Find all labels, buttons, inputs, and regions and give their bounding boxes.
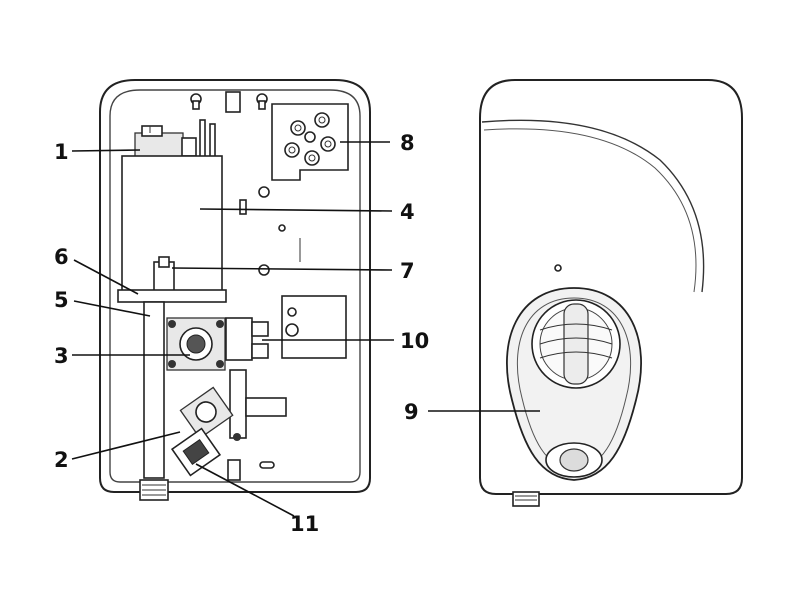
screw: [278, 224, 286, 232]
callout-2: 2: [54, 448, 69, 472]
callout-8: 8: [400, 131, 415, 155]
callout-5: 5: [54, 288, 69, 312]
leader-4: [199, 208, 393, 212]
indicator-light: [554, 264, 562, 272]
water-inlet: [170, 427, 222, 477]
screw: [258, 264, 270, 276]
inlet-thread: [139, 479, 169, 501]
leader-lines: [71, 141, 540, 517]
power-button-icon: [545, 442, 603, 478]
top-cable-entry: [225, 91, 241, 113]
callout-10: 10: [400, 329, 429, 353]
callout-3: 3: [54, 344, 69, 368]
callout-6: 6: [54, 245, 69, 269]
callout-7: 7: [400, 259, 415, 283]
screw: [258, 186, 270, 198]
thermal-cutout: [134, 125, 197, 160]
leader-11: [195, 463, 295, 517]
solenoid-valve: [166, 317, 226, 371]
tank-bracket: [239, 199, 247, 215]
callout-9: 9: [404, 400, 419, 424]
inlet-pipe: [143, 301, 165, 479]
bottom-cable-entry: [227, 459, 241, 481]
terminal-block: [271, 103, 349, 181]
temperature-dial-icon: [531, 299, 621, 389]
leader-2: [71, 431, 181, 460]
callout-11: 11: [290, 512, 319, 536]
outlet-pipe: [117, 289, 227, 303]
leader-1: [71, 149, 141, 152]
flow-valve: [179, 386, 234, 440]
inlet-thread: [512, 491, 540, 507]
leader-6: [73, 259, 139, 295]
connectors: [225, 317, 269, 361]
leader-5: [73, 300, 151, 317]
callout-labels: 1 2 3 4 5 6 7 8 9 10 11: [54, 131, 429, 536]
internal-view: [99, 79, 371, 501]
callout-1: 1: [54, 140, 69, 164]
cover-swoosh: [481, 119, 705, 293]
front-cover-view: [479, 79, 743, 507]
mounting-slot: [190, 93, 202, 110]
mounting-slot: [256, 93, 268, 110]
leader-7: [171, 267, 393, 271]
callout-4: 4: [400, 200, 415, 224]
